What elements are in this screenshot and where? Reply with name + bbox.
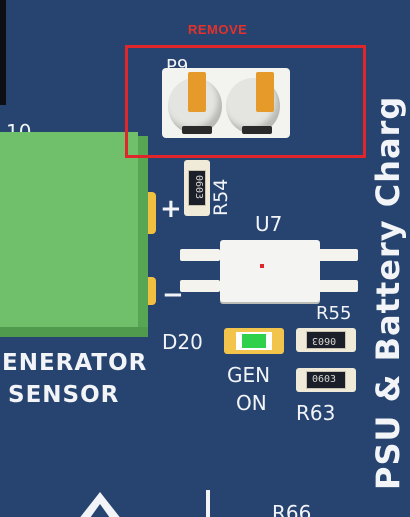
bottom-outline-mark-inner (90, 504, 110, 517)
jumper-shadow-right (242, 126, 272, 134)
u7-pad (318, 249, 358, 261)
terminal-block-bottom (0, 327, 148, 337)
terminal-pin (148, 277, 156, 305)
r55-code: 0603 (312, 335, 337, 346)
u7-chip (220, 240, 320, 302)
u7-pin1-marker (260, 264, 264, 268)
terminal-block-side (138, 136, 148, 331)
minus-label: − (162, 280, 184, 310)
r55-label: R55 (316, 303, 352, 324)
terminal-pin (148, 192, 156, 234)
psu-battery-title: PSU & Battery Charg (369, 95, 407, 490)
r63-resistor: 0603 (296, 368, 356, 392)
r54-code: 0603 (193, 174, 205, 200)
black-component-edge (0, 0, 6, 105)
generator-label: ENERATOR (2, 350, 148, 376)
r66-label: R66 (272, 501, 312, 517)
remove-annotation-label: REMOVE (188, 22, 248, 37)
u7-pad (180, 249, 220, 261)
p9-jumper-header (162, 68, 290, 138)
d20-label: D20 (162, 330, 203, 354)
terminal-block-body (0, 132, 138, 327)
resistor-body (306, 331, 346, 349)
jumper-shadow-left (182, 126, 212, 134)
r63-code: 0603 (312, 374, 337, 385)
r63-label: R63 (296, 401, 336, 425)
resistor-body (188, 170, 206, 206)
u7-pad (318, 280, 358, 292)
r55-resistor: 0603 (296, 328, 356, 352)
terminal-block (0, 132, 148, 337)
led-lens (242, 334, 266, 348)
plus-label: + (160, 194, 182, 224)
d20-led (224, 328, 284, 354)
remove-annotation-box (125, 45, 366, 158)
on-label: ON (236, 391, 267, 415)
bottom-silk-mark (206, 490, 224, 517)
u7-pad (180, 280, 220, 292)
u7-label: U7 (255, 212, 283, 236)
resistor-body (306, 371, 346, 389)
jumper-contact-left (188, 72, 206, 112)
r54-label: R54 (210, 178, 232, 216)
r54-resistor: 0603 (184, 160, 210, 216)
jumper-contact-right (256, 72, 274, 112)
gen-label: GEN (227, 363, 271, 387)
sensor-label: SENSOR (8, 382, 120, 408)
